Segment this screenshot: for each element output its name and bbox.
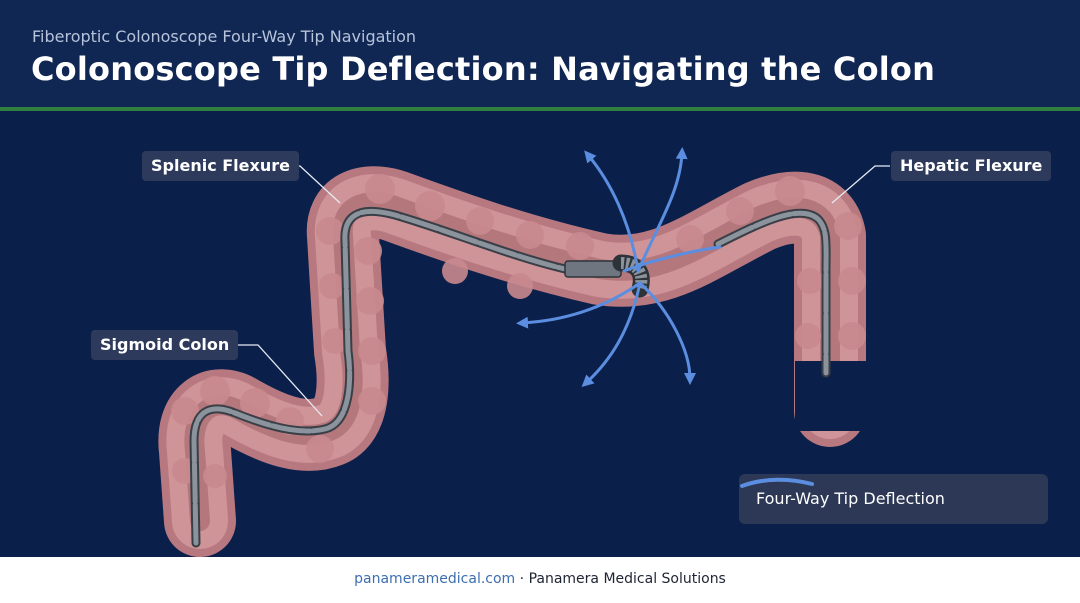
legend: Four-Way Tip Deflection xyxy=(739,474,1048,524)
footer-url[interactable]: panameramedical.com xyxy=(354,571,516,587)
label-hepatic-flexure: Hepatic Flexure xyxy=(891,151,1052,181)
colonoscope-shaft xyxy=(189,206,831,548)
header-divider xyxy=(0,107,1080,111)
page-subtitle: Fiberoptic Colonoscope Four-Way Tip Navi… xyxy=(32,27,417,46)
footer-company: Panamera Medical Solutions xyxy=(528,571,726,587)
label-splenic-flexure: Splenic Flexure xyxy=(142,151,299,181)
deflection-arrows xyxy=(516,147,722,388)
header: Fiberoptic Colonoscope Four-Way Tip Navi… xyxy=(0,0,1080,108)
footer-separator: · xyxy=(515,571,529,587)
page-title: Colonoscope Tip Deflection: Navigating t… xyxy=(31,50,936,88)
legend-label: Four-Way Tip Deflection xyxy=(756,489,945,508)
label-sigmoid-colon: Sigmoid Colon xyxy=(91,330,239,360)
footer-credit: panameramedical.com · Panamera Medical S… xyxy=(0,571,1080,587)
colon-diagram xyxy=(158,147,890,557)
deflection-arrow-swatch-icon xyxy=(740,477,814,488)
diagram-area: Splenic Flexure Hepatic Flexure Sigmoid … xyxy=(0,111,1080,557)
footer: panameramedical.com · Panamera Medical S… xyxy=(0,557,1080,603)
